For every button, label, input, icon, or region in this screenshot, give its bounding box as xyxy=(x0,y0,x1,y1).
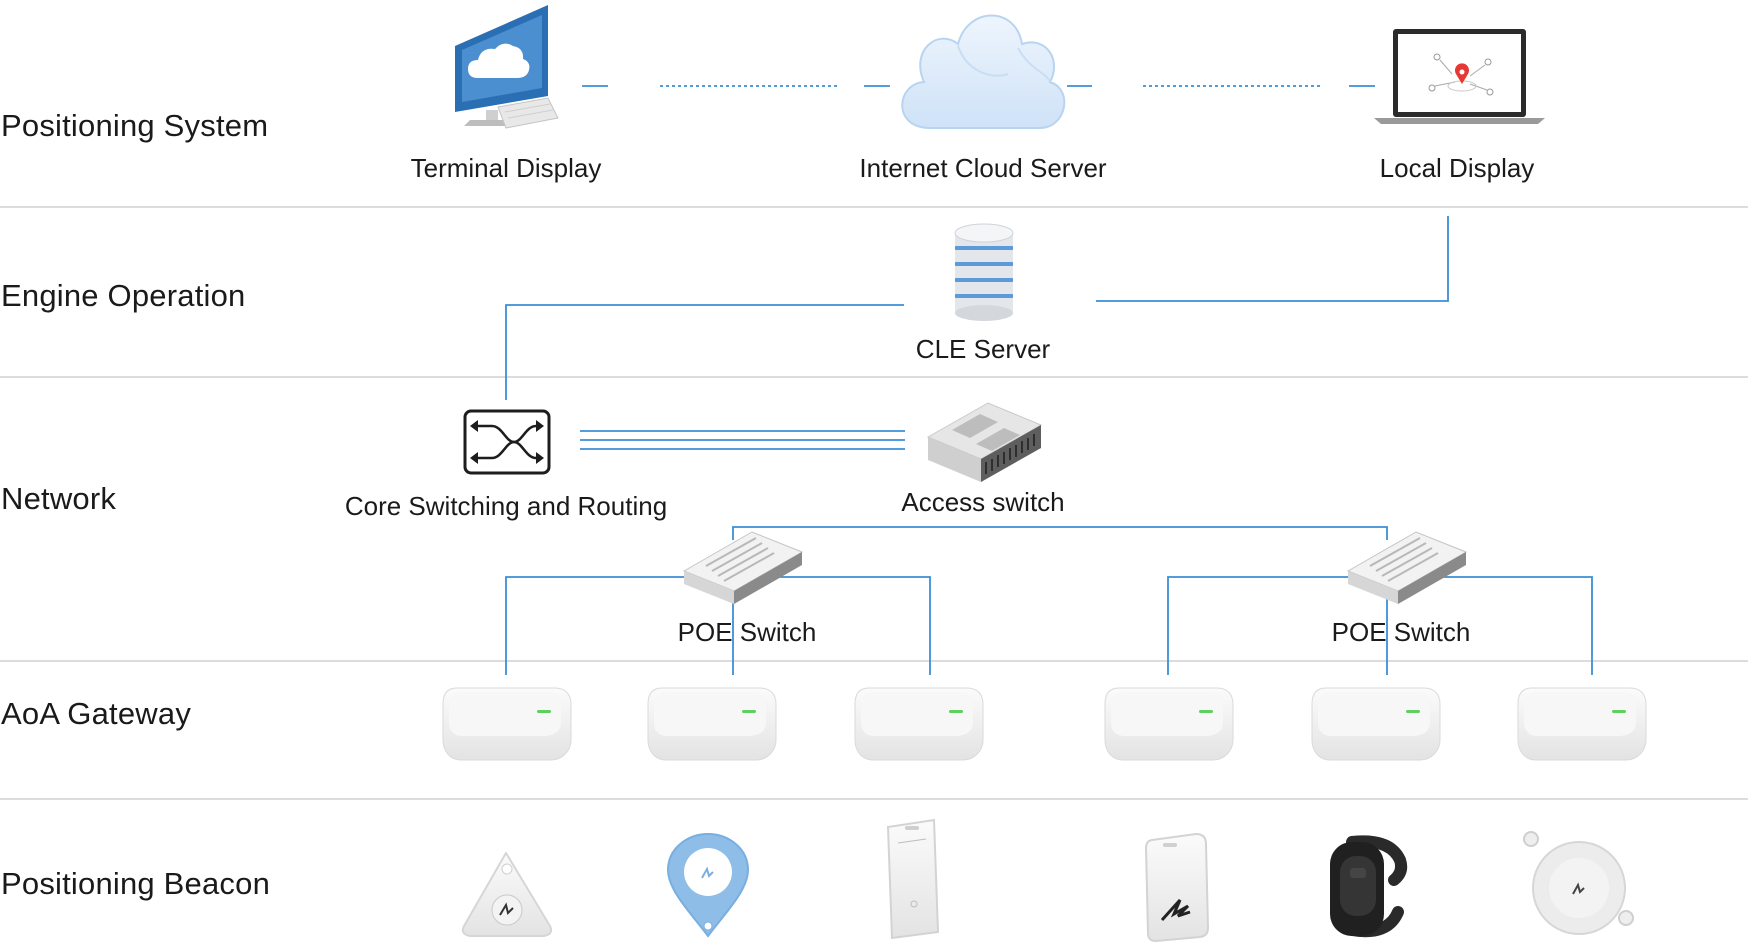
teardrop-beacon-icon xyxy=(666,832,750,938)
badge-beacon-icon xyxy=(1144,832,1210,942)
layer-label-positioning-system: Positioning System xyxy=(1,108,269,143)
layer-label-engine-operation: Engine Operation xyxy=(1,278,246,313)
aoa-gateway-row xyxy=(442,687,1647,761)
aoa-gateway-icon xyxy=(1104,687,1234,761)
link-cle-core xyxy=(505,304,904,400)
node-label-terminal-display: Terminal Display xyxy=(410,153,602,183)
node-label-poe-switch-1: POE Switch xyxy=(677,617,817,647)
aoa-gateway-icon xyxy=(854,687,984,761)
node-label-cle-server: CLE Server xyxy=(915,334,1051,364)
layer-label-network: Network xyxy=(1,481,117,516)
node-label-cloud-server: Internet Cloud Server xyxy=(859,153,1107,183)
poe-switch-icon xyxy=(682,531,804,604)
aoa-gateway-icon xyxy=(1517,687,1647,761)
link-access-poe xyxy=(732,526,1388,540)
poe-switch-icon xyxy=(1346,531,1468,604)
cloud-icon xyxy=(901,14,1066,129)
aoa-gateway-icon xyxy=(647,687,777,761)
aoa-gateway-icon xyxy=(442,687,572,761)
beacon-row xyxy=(461,818,1634,942)
layer-dividers xyxy=(0,206,1748,800)
node-label-core-switch: Core Switching and Routing xyxy=(344,491,668,521)
laptop-map-icon xyxy=(1374,29,1545,124)
triangle-beacon-icon xyxy=(461,852,553,937)
node-label-access-switch: Access switch xyxy=(901,487,1065,517)
link-local-cle xyxy=(1096,216,1449,302)
node-label-local-display: Local Display xyxy=(1379,153,1535,183)
round-beacon-icon xyxy=(1523,831,1634,935)
card-beacon-icon xyxy=(886,818,940,940)
desktop-monitor-icon xyxy=(455,5,559,129)
wristband-beacon-icon xyxy=(1330,835,1408,938)
layer-label-positioning-beacon: Positioning Beacon xyxy=(1,866,271,901)
aoa-gateway-icon xyxy=(1311,687,1441,761)
node-label-poe-switch-2: POE Switch xyxy=(1331,617,1471,647)
layer-label-aoa-gateway: AoA Gateway xyxy=(1,696,192,731)
database-server-icon xyxy=(954,223,1014,321)
core-switch-icon xyxy=(463,409,551,475)
access-switch-icon xyxy=(926,402,1043,482)
